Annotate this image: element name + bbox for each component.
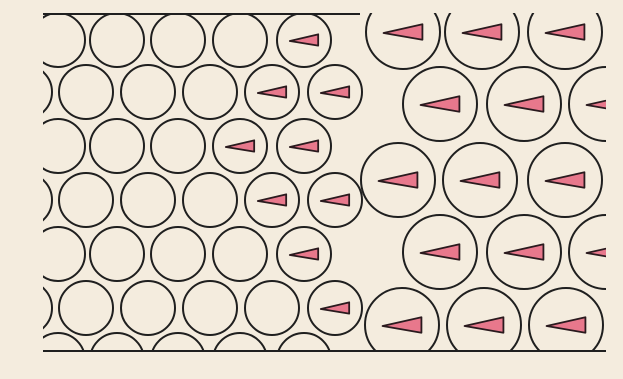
magnetic-domain-diagram (0, 0, 623, 379)
